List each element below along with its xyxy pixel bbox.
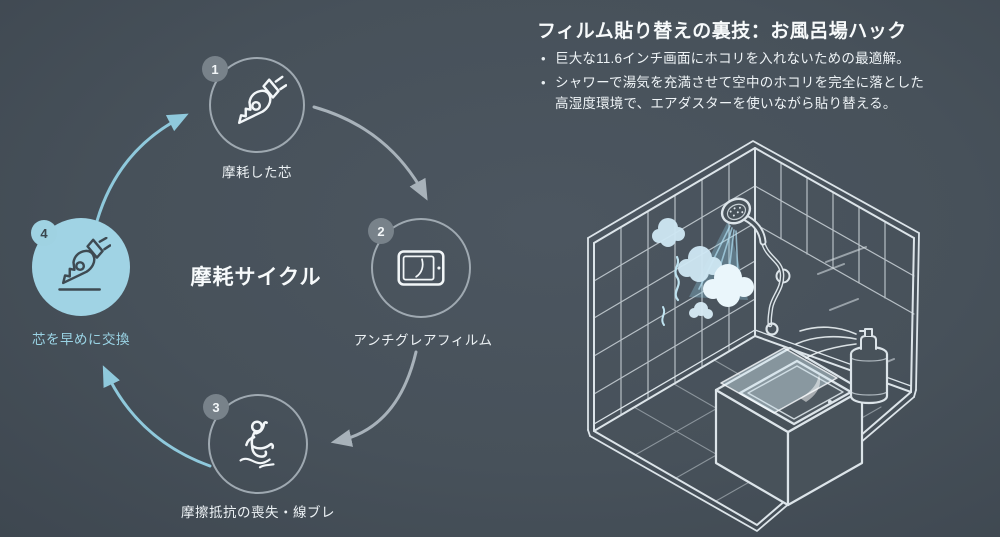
steam-wisp: [674, 255, 680, 302]
step-badge-3: 3: [203, 394, 229, 420]
bullet-text: 巨大な11.6インチ画面にホコリを入れないための最適解。: [555, 51, 910, 66]
panel-title: フィルム貼り替えの裏技：お風呂場ハック: [537, 21, 907, 42]
steam-cloud: [652, 218, 685, 247]
node-label-worn-nib: 摩耗した芯: [222, 165, 292, 180]
step-badge-2: 2: [368, 218, 394, 244]
spray-nozzle: [864, 328, 873, 337]
cycle-node-friction-loss: [208, 394, 308, 494]
bullet-item: • シャワーで湯気を充満させて空中のホコリを完全に落とした高湿度環境で、エアダス…: [541, 72, 981, 114]
node-label-replace-nib: 芯を早めに交換: [32, 332, 130, 347]
film-curl: [800, 374, 821, 402]
arrow-4-to-1: [95, 113, 189, 223]
node-label-friction-loss: 摩擦抵抗の喪失・線ブレ: [181, 505, 335, 520]
bullet-marker: •: [541, 75, 546, 90]
steam-clouds: [652, 218, 754, 326]
slipping-person-icon: [239, 420, 275, 469]
spray-lines: [795, 326, 857, 359]
fountain-pen-nib-icon: [237, 75, 287, 125]
shower-handle: [742, 214, 767, 246]
tablet-button: [828, 400, 832, 404]
bullet-item: • 巨大な11.6インチ画面にホコリを入れないための最適解。: [541, 48, 981, 69]
steam-cloud-large: [703, 264, 754, 307]
shower-head: [720, 197, 752, 225]
right-wall: [754, 147, 915, 393]
protective-film: [720, 347, 838, 414]
right-wall-tile-grid: [754, 162, 915, 315]
steam-wisp: [661, 306, 666, 326]
step-badge-4: 4: [31, 220, 57, 246]
shower-head-nozzles: [729, 206, 744, 217]
arrow-3-to-4: [102, 365, 212, 468]
shower-hose: [760, 239, 785, 336]
cycle-node-antiglare-film: [371, 218, 471, 318]
left-wall: [593, 147, 756, 432]
air-duster-can: [795, 326, 889, 405]
steam-puff: [689, 302, 713, 319]
step-badge-1: 1: [202, 56, 228, 82]
bullet-marker: •: [541, 51, 546, 66]
cycle-title: 摩耗サイクル: [190, 266, 322, 289]
replace-nib-icon: [58, 237, 111, 291]
steam-cloud: [678, 246, 722, 282]
tablet-film-icon: [397, 250, 445, 286]
panel-bullet-list: • 巨大な11.6インチ画面にホコリを入れないための最適解。 • シャワーで湯気…: [541, 48, 981, 117]
cycle-node-worn-nib: [209, 57, 305, 153]
arrow-1-to-2: [312, 105, 428, 201]
node-label-antiglare-film: アンチグレアフィルム: [353, 333, 493, 348]
bullet-text: シャワーで湯気を充満させて空中のホコリを完全に落とした高湿度環境で、エアダスター…: [555, 75, 925, 111]
arrow-2-to-3: [330, 350, 418, 447]
